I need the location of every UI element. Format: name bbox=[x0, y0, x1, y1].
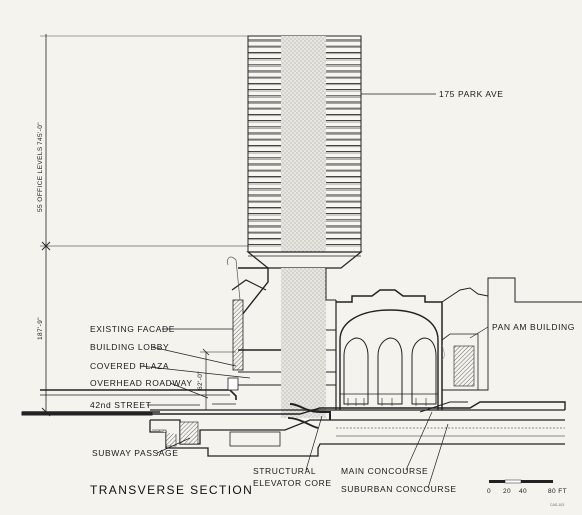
scale-tick-40: 40 bbox=[519, 488, 527, 495]
label-tower-height: 745'-0" bbox=[37, 122, 44, 145]
pan-am-building bbox=[441, 277, 582, 391]
dimension-tick bbox=[41, 241, 51, 251]
scale-tick-20: 20 bbox=[503, 488, 511, 495]
scale-bar: 0 20 40 80 FT CAS-103 bbox=[487, 479, 567, 507]
scale-tick-80ft: 80 FT bbox=[548, 488, 567, 495]
label-building-lobby: BUILDING LOBBY bbox=[90, 342, 169, 352]
label-structural: STRUCTURAL bbox=[253, 466, 316, 476]
scale-tick-0: 0 bbox=[487, 488, 491, 495]
labels: 175 PARK AVE PAN AM BUILDING EXISTING FA… bbox=[37, 89, 575, 497]
label-base-height: 187'-9" bbox=[37, 317, 44, 340]
sheet-number: CAS-103 bbox=[550, 503, 564, 507]
elevator-core-shaft bbox=[281, 36, 326, 252]
existing-facade-wall bbox=[232, 299, 244, 371]
base-building bbox=[227, 256, 337, 410]
label-suburban-concourse: SUBURBAN CONCOURSE bbox=[341, 484, 457, 494]
label-42nd-street: 42nd STREET bbox=[90, 400, 151, 410]
label-175-park-ave: 175 PARK AVE bbox=[439, 89, 504, 99]
tower-175-park-ave bbox=[246, 35, 363, 418]
label-plaza-height: 62'-0" bbox=[197, 371, 204, 390]
label-pan-am-building: PAN AM BUILDING bbox=[492, 322, 575, 332]
overhead-roadway-deck bbox=[40, 389, 237, 400]
label-covered-plaza: COVERED PLAZA bbox=[90, 361, 169, 371]
label-existing-facade: EXISTING FACADE bbox=[90, 324, 175, 334]
ground-and-concourse-levels bbox=[21, 377, 566, 457]
label-office-levels: 55 OFFICE LEVELS bbox=[37, 146, 44, 212]
main-concourse-hall bbox=[336, 289, 443, 410]
subway-passage-tube bbox=[179, 421, 199, 445]
label-subway-passage: SUBWAY PASSAGE bbox=[92, 448, 179, 458]
label-elevator-core: ELEVATOR CORE bbox=[253, 478, 332, 488]
leader-lines bbox=[139, 93, 489, 489]
label-overhead-roadway: OVERHEAD ROADWAY bbox=[90, 378, 193, 388]
label-main-concourse: MAIN CONCOURSE bbox=[341, 466, 428, 476]
dimension-lines bbox=[40, 34, 248, 417]
structural-elevator-core bbox=[281, 268, 326, 418]
drawing-title: TRANSVERSE SECTION bbox=[90, 483, 253, 497]
